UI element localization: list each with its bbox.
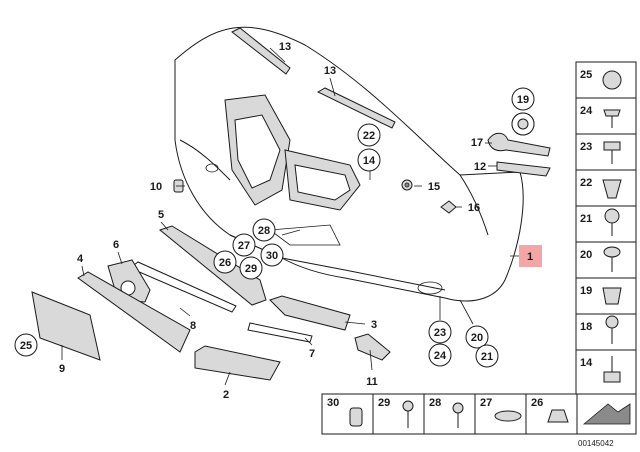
circle-22: 22 (363, 130, 375, 142)
side-25: 25 (580, 69, 592, 81)
circle-28: 28 (258, 225, 270, 237)
bottom-26: 26 (531, 397, 543, 409)
circle-27: 27 (238, 240, 250, 252)
label-16: 16 (468, 202, 480, 214)
circle-21: 21 (481, 351, 493, 363)
label-8: 8 (190, 320, 196, 332)
grille-2 (194, 345, 281, 381)
grille-3 (269, 295, 351, 331)
circle-23: 23 (434, 327, 446, 339)
side-20: 20 (580, 249, 592, 261)
label-10: 10 (150, 181, 162, 193)
bracket-12 (496, 161, 551, 177)
label-11: 11 (366, 376, 378, 388)
circle-25: 25 (20, 340, 32, 352)
trim-strip-13b (316, 87, 396, 129)
label-9: 9 (59, 363, 65, 375)
grille-4 (77, 271, 191, 353)
bottom-28: 28 (429, 397, 441, 409)
circle-24: 24 (434, 350, 447, 362)
washer-17 (487, 132, 551, 157)
circle-19: 19 (517, 94, 529, 106)
label-5: 5 (158, 209, 164, 221)
trim-strip-13a (231, 27, 291, 75)
label-6: 6 (113, 239, 119, 251)
label-3: 3 (371, 319, 377, 331)
bracket-11 (354, 333, 391, 361)
bottom-30: 30 (327, 397, 339, 409)
highlight-box-1 (519, 245, 542, 267)
side-22: 22 (580, 177, 592, 189)
side-24: 24 (580, 105, 593, 117)
side-21: 21 (580, 213, 592, 225)
strip-8 (129, 261, 237, 313)
label-12: 12 (474, 161, 486, 173)
fastener-sidebar (575, 61, 637, 395)
fastener-bottom-row (321, 393, 637, 435)
leader-lines (61, 47, 530, 386)
plate-bracket-9 (31, 291, 101, 361)
side-19: 19 (580, 285, 592, 297)
label-13a: 13 (279, 41, 291, 53)
side-14: 14 (580, 357, 593, 369)
circle-20: 20 (471, 332, 483, 344)
circle-19b-icon (511, 112, 535, 136)
label-4: 4 (77, 253, 84, 265)
circle-labels (14, 87, 535, 368)
bottom-29: 29 (378, 397, 390, 409)
strip-7 (247, 322, 313, 343)
label-7: 7 (309, 348, 315, 360)
clip-15 (401, 179, 413, 191)
label-2: 2 (223, 389, 229, 401)
label-1: 1 (527, 251, 533, 263)
label-15: 15 (428, 181, 440, 193)
circle-29: 29 (245, 263, 257, 275)
label-13b: 13 (324, 65, 336, 77)
side-23: 23 (580, 141, 592, 153)
bottom-27: 27 (480, 397, 492, 409)
side-18: 18 (580, 321, 592, 333)
circle-30: 30 (266, 250, 278, 262)
grille-5 (158, 225, 267, 306)
label-17: 17 (471, 137, 483, 149)
circle-14: 14 (363, 155, 376, 167)
diagram-code: 00145042 (578, 439, 614, 448)
circle-26: 26 (219, 257, 231, 269)
